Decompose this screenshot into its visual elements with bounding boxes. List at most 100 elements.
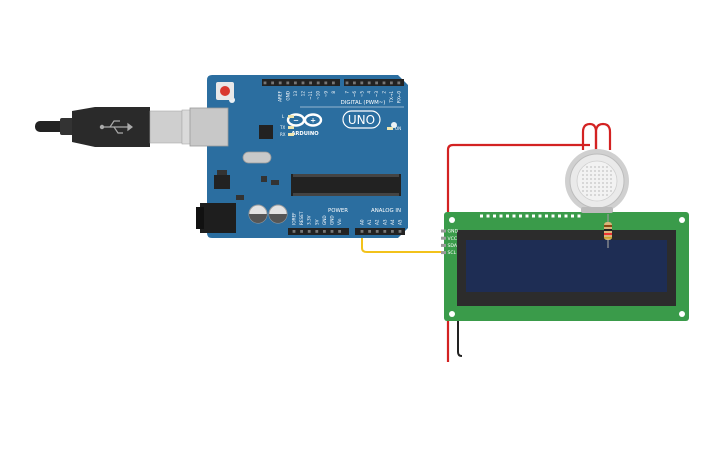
analog-pin-label: A1 bbox=[367, 219, 372, 225]
digital-header-label: DIGITAL (PWM~) bbox=[341, 100, 386, 106]
usb-cable[interactable] bbox=[35, 107, 217, 147]
usb-controller-chip bbox=[259, 125, 273, 139]
lcd-pin[interactable] bbox=[441, 229, 446, 233]
digital-pin-label: 2 bbox=[382, 91, 387, 94]
red-power-wire[interactable] bbox=[446, 143, 584, 362]
digital-pin-hole[interactable] bbox=[309, 81, 312, 85]
power-pin-label: IOREF bbox=[292, 212, 297, 225]
digital-pin-hole[interactable] bbox=[375, 81, 378, 85]
digital-pin-label: 4 bbox=[367, 91, 372, 94]
lcd-pad bbox=[499, 214, 503, 218]
analog-pin-hole[interactable] bbox=[398, 230, 402, 233]
lcd-pin[interactable] bbox=[441, 243, 446, 247]
power-pin-hole[interactable] bbox=[338, 230, 341, 233]
power-pin-label: RESET bbox=[299, 211, 304, 225]
analog-pin-label: A3 bbox=[382, 219, 387, 225]
reset-button[interactable] bbox=[216, 82, 234, 100]
arduino-logo-icon: − + bbox=[286, 113, 323, 127]
power-pin-label: Vin bbox=[337, 218, 342, 225]
power-pin-hole[interactable] bbox=[330, 230, 334, 233]
sensor-mesh bbox=[582, 166, 612, 196]
digital-pin-label: 8 bbox=[331, 91, 336, 94]
digital-pin-hole[interactable] bbox=[382, 81, 386, 85]
power-pin-hole[interactable] bbox=[307, 230, 311, 233]
lcd-pad bbox=[532, 214, 535, 218]
usb-icon bbox=[99, 120, 133, 134]
digital-pin-hole[interactable] bbox=[360, 81, 364, 85]
black-ground-wire[interactable] bbox=[457, 321, 463, 357]
digital-pin-hole[interactable] bbox=[316, 81, 320, 85]
digital-pin-hole[interactable] bbox=[286, 81, 290, 85]
lcd-pad bbox=[512, 214, 516, 218]
svg-text:L: L bbox=[282, 114, 285, 119]
digital-pin-label: ~6 bbox=[352, 91, 357, 98]
digital-pin-hole[interactable] bbox=[301, 81, 305, 85]
analog-header bbox=[355, 228, 405, 235]
digital-pin-label: AREF bbox=[278, 90, 283, 101]
usb-port bbox=[189, 107, 229, 147]
gas-sensor[interactable] bbox=[565, 122, 629, 213]
status-leds: L TX RX ON bbox=[279, 114, 401, 137]
digital-pin-label: GND bbox=[285, 91, 290, 101]
lcd-pin[interactable] bbox=[441, 236, 446, 240]
digital-pin-hole[interactable] bbox=[332, 81, 335, 85]
lcd-pad bbox=[493, 214, 496, 218]
wires bbox=[361, 143, 590, 362]
svg-text:RX: RX bbox=[280, 132, 286, 137]
power-pin-hole[interactable] bbox=[300, 230, 303, 233]
power-pin-hole[interactable] bbox=[315, 230, 319, 233]
digital-pin-label: ~11 bbox=[308, 91, 313, 100]
digital-pin-label: 7 bbox=[345, 91, 350, 94]
lcd-pad bbox=[525, 214, 529, 218]
lcd-screen bbox=[466, 240, 667, 292]
lcd-pad bbox=[480, 214, 483, 218]
digital-pin-hole[interactable] bbox=[397, 81, 401, 85]
lcd-pad bbox=[551, 214, 555, 218]
dc-power-jack bbox=[196, 203, 236, 233]
lcd-top-pads bbox=[480, 214, 581, 218]
digital-pin-hole[interactable] bbox=[324, 81, 328, 85]
lcd-pin-label: SCL bbox=[448, 250, 457, 256]
analog-pin-hole[interactable] bbox=[391, 230, 394, 233]
analog-pin-hole[interactable] bbox=[368, 230, 371, 233]
power-pin-label: 5V bbox=[314, 219, 319, 225]
svg-text:ON: ON bbox=[395, 126, 401, 131]
capacitors bbox=[248, 204, 288, 224]
lcd-pin[interactable] bbox=[441, 251, 446, 255]
power-pin-hole[interactable] bbox=[292, 230, 296, 233]
digital-pin-hole[interactable] bbox=[278, 81, 282, 85]
digital-pin-label: ~3 bbox=[374, 91, 379, 98]
power-header-label: POWER bbox=[328, 208, 348, 214]
yellow-signal-wire[interactable] bbox=[361, 234, 445, 253]
digital-pin-hole[interactable] bbox=[390, 81, 393, 85]
lcd-pad bbox=[577, 214, 581, 218]
lcd-pad bbox=[564, 214, 568, 218]
resistor[interactable] bbox=[604, 214, 612, 248]
digital-pin-hole[interactable] bbox=[294, 81, 297, 85]
lcd-pad bbox=[486, 214, 490, 218]
digital-pin-hole[interactable] bbox=[345, 81, 349, 85]
power-pin-label: 3.3V bbox=[307, 215, 312, 225]
analog-pin-hole[interactable] bbox=[383, 230, 387, 233]
lcd-pad bbox=[506, 214, 509, 218]
lcd-pad bbox=[545, 214, 548, 218]
microcontroller-chip bbox=[291, 174, 401, 196]
digital-pin-hole[interactable] bbox=[353, 81, 356, 85]
svg-text:TX: TX bbox=[279, 125, 285, 130]
board-model: UNO bbox=[348, 113, 375, 127]
power-pin-hole[interactable] bbox=[323, 230, 326, 233]
analog-header-label: ANALOG IN bbox=[371, 208, 401, 214]
digital-pin-label: ~10 bbox=[316, 91, 321, 100]
svg-text:−: − bbox=[293, 117, 299, 125]
analog-pin-hole[interactable] bbox=[375, 230, 379, 233]
digital-pin-hole[interactable] bbox=[367, 81, 371, 85]
lcd-pad bbox=[558, 214, 561, 218]
analog-pin-hole[interactable] bbox=[360, 230, 364, 233]
digital-pin-label: RX←0 bbox=[396, 91, 401, 103]
